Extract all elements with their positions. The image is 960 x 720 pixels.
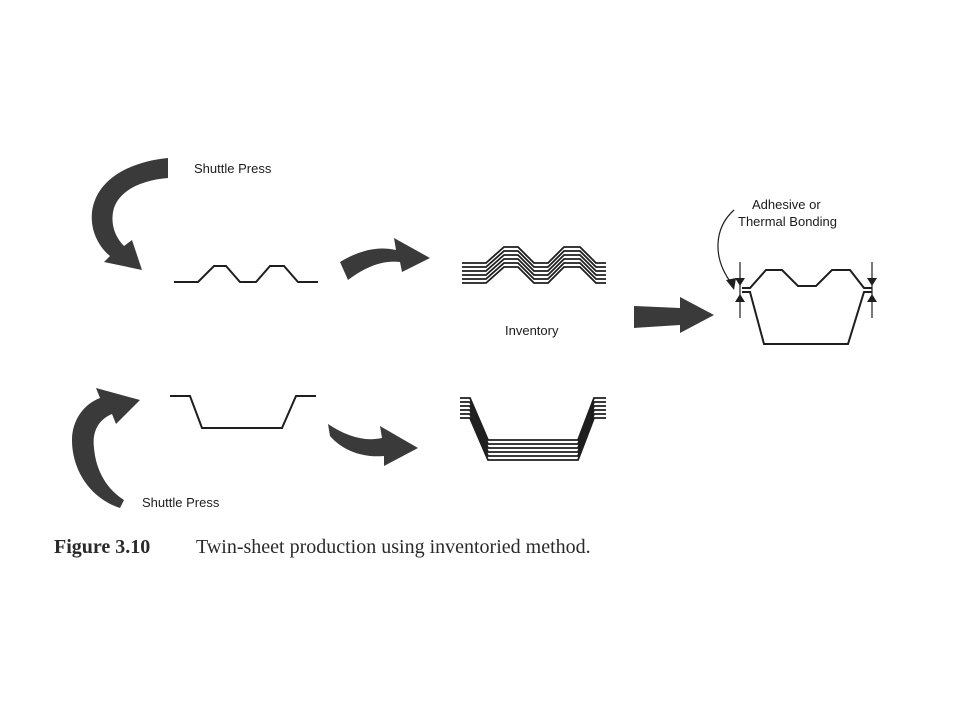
shuttle-press-label-bottom: Shuttle Press bbox=[142, 495, 220, 510]
bonding-leader-arrowhead bbox=[726, 278, 736, 290]
arrow-to-inventory-bottom bbox=[328, 424, 418, 466]
curved-arrow-bottom bbox=[72, 388, 140, 508]
bonded-part bbox=[735, 262, 877, 345]
bonding-leader-line bbox=[717, 209, 735, 285]
inventory-label: Inventory bbox=[505, 323, 559, 338]
bonding-label-line1: Adhesive or bbox=[752, 197, 821, 212]
shuttle-press-label-top: Shuttle Press bbox=[194, 161, 272, 176]
arrow-to-inventory-top bbox=[340, 238, 430, 280]
curved-arrow-top bbox=[91, 158, 168, 270]
top-formed-sheet bbox=[174, 265, 318, 283]
figure-number: Figure 3.10 bbox=[54, 536, 150, 558]
inventory-stack-bottom bbox=[460, 397, 606, 461]
arrow-to-bonding bbox=[634, 297, 714, 333]
bonding-label-line2: Thermal Bonding bbox=[738, 214, 837, 229]
bottom-formed-sheet bbox=[170, 395, 316, 429]
inventory-stack-top bbox=[462, 246, 606, 284]
figure-caption: Twin-sheet production using inventoried … bbox=[196, 536, 591, 558]
